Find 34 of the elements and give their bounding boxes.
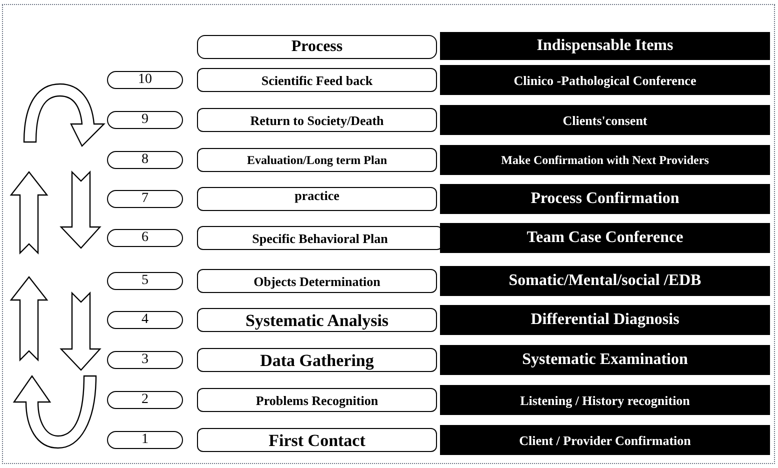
item-box: Listening / History recognition bbox=[440, 385, 770, 415]
item-box: Differential Diagnosis bbox=[440, 305, 770, 335]
item-box: Make Confirmation with Next Providers bbox=[440, 145, 770, 175]
step-number-pill: 5 bbox=[107, 272, 183, 290]
process-box: Problems Recognition bbox=[197, 388, 437, 412]
process-box: Specific Behavioral Plan bbox=[197, 226, 443, 250]
step-number-pill: 9 bbox=[107, 111, 183, 129]
block-arrow bbox=[60, 292, 102, 371]
item-box: Client / Provider Confirmation bbox=[440, 425, 770, 455]
item-box: Team Case Conference bbox=[440, 223, 770, 253]
item-box: Systematic Examination bbox=[440, 345, 770, 375]
step-number-pill: 4 bbox=[107, 311, 183, 329]
item-box: Clients'consent bbox=[440, 105, 770, 135]
step-number-pill: 2 bbox=[107, 391, 183, 409]
process-box: practice bbox=[197, 187, 437, 211]
process-box: First Contact bbox=[197, 428, 437, 452]
item-box: Clinico -Pathological Conference bbox=[440, 65, 770, 95]
step-number-pill: 6 bbox=[107, 229, 183, 247]
step-number-pill: 7 bbox=[107, 190, 183, 208]
step-number-pill: 8 bbox=[107, 151, 183, 169]
step-number-pill: 10 bbox=[107, 71, 183, 89]
step-number-pill: 3 bbox=[107, 351, 183, 369]
process-box: Scientific Feed back bbox=[197, 68, 437, 92]
process-box: Evaluation/Long term Plan bbox=[197, 148, 437, 172]
process-box: Return to Society/Death bbox=[197, 108, 437, 132]
process-box: Systematic Analysis bbox=[197, 308, 437, 332]
process-box: Objects Determination bbox=[197, 269, 437, 293]
header-box: Indispensable Items bbox=[440, 32, 770, 60]
item-box: Process Confirmation bbox=[440, 184, 770, 214]
step-number-pill: 1 bbox=[107, 431, 183, 449]
item-box: Somatic/Mental/social /EDB bbox=[440, 266, 770, 296]
block-arrow bbox=[60, 170, 102, 249]
process-box: Data Gathering bbox=[197, 348, 437, 372]
header-box: Process bbox=[197, 35, 437, 59]
